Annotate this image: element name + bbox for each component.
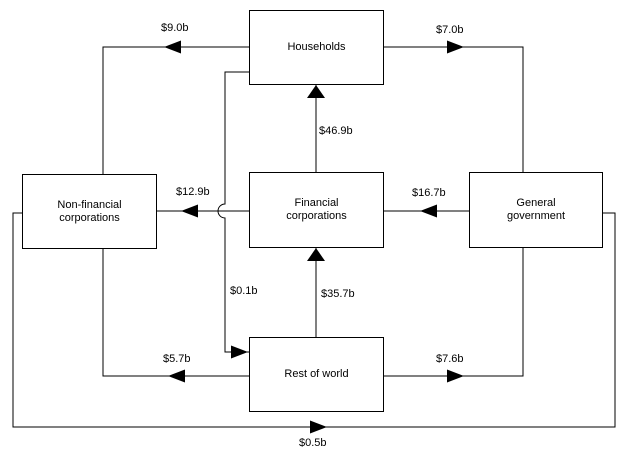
flow-amount-nonfinancial-to-government: $0.5b [299, 437, 327, 450]
arrowhead-up-financial-to-households [307, 85, 325, 98]
flow-amount-restofworld-to-government: $7.6b [436, 353, 464, 366]
node-general-government: General government [469, 172, 603, 248]
node-label: Financial corporations [286, 197, 347, 222]
node-label: Non-financial corporations [57, 198, 122, 224]
flow-amount-households-to-restofworld: $0.1b [230, 285, 258, 298]
flow-amount-financial-to-households: $46.9b [319, 125, 353, 138]
flow-amount-financial-to-nonfinancial: $12.9b [176, 186, 210, 199]
flow-amount-households-to-government: $7.0b [436, 24, 464, 37]
arrowhead-left-households-to-nonfinancial [164, 40, 181, 54]
arrowhead-left-financial-to-nonfinancial [181, 204, 198, 218]
node-households: Households [249, 10, 384, 85]
arrowhead-left-government-to-financial [420, 204, 437, 218]
arrowhead-left-restofworld-to-nonfinancial [168, 369, 185, 383]
arrowhead-up-restofworld-to-financial [307, 248, 325, 261]
flow-line-households-to-nonfinancial [102, 46, 249, 174]
flow-amount-households-to-nonfinancial: $9.0b [161, 22, 189, 35]
flow-line-restofworld-to-nonfinancial [102, 249, 249, 377]
flow-line-households-to-government [384, 46, 524, 172]
flow-line-households-to-restofworld [217, 71, 249, 353]
arrowhead-right-nonfinancial-to-government [310, 420, 327, 434]
arrowhead-right-restofworld-to-government [447, 369, 464, 383]
node-label: Rest of world [284, 368, 349, 380]
flow-amount-restofworld-to-nonfinancial: $5.7b [163, 353, 191, 366]
node-label: General government [506, 197, 566, 222]
arrowhead-right-households-to-government [447, 40, 464, 54]
node-financial-corporations: Financial corporations [249, 172, 384, 248]
node-label: Households [287, 41, 346, 53]
arrowhead-right-households-to-restofworld [231, 345, 248, 359]
flow-line-restofworld-to-government [384, 248, 524, 377]
flow-amount-restofworld-to-financial: $35.7b [321, 288, 355, 301]
node-nonfinancial-corporations: Non-financial corporations [22, 174, 157, 249]
node-rest-of-world: Rest of world [249, 337, 384, 412]
flow-amount-government-to-financial: $16.7b [412, 187, 446, 200]
